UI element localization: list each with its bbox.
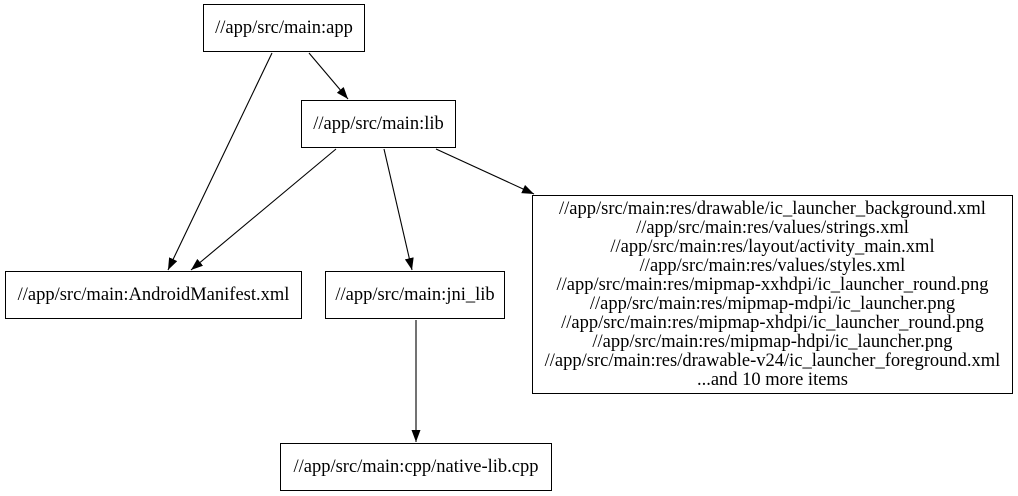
node-jni-lib: //app/src/main:jni_lib xyxy=(325,271,505,319)
edge-lib-to-jni_lib xyxy=(383,148,414,271)
edge-lib-to-android_manifest xyxy=(190,148,337,271)
node-lib: //app/src/main:lib xyxy=(301,100,456,148)
edge-app-to-lib xyxy=(308,52,349,100)
edge-app-to-android_manifest xyxy=(167,52,273,271)
node-native-lib-cpp: //app/src/main:cpp/native-lib.cpp xyxy=(280,443,552,491)
edge-lib-to-res_group xyxy=(435,148,535,195)
node-app: //app/src/main:app xyxy=(203,4,365,52)
node-android-manifest: //app/src/main:AndroidManifest.xml xyxy=(5,271,302,319)
node-res-group: //app/src/main:res/drawable/ic_launcher_… xyxy=(532,195,1013,394)
